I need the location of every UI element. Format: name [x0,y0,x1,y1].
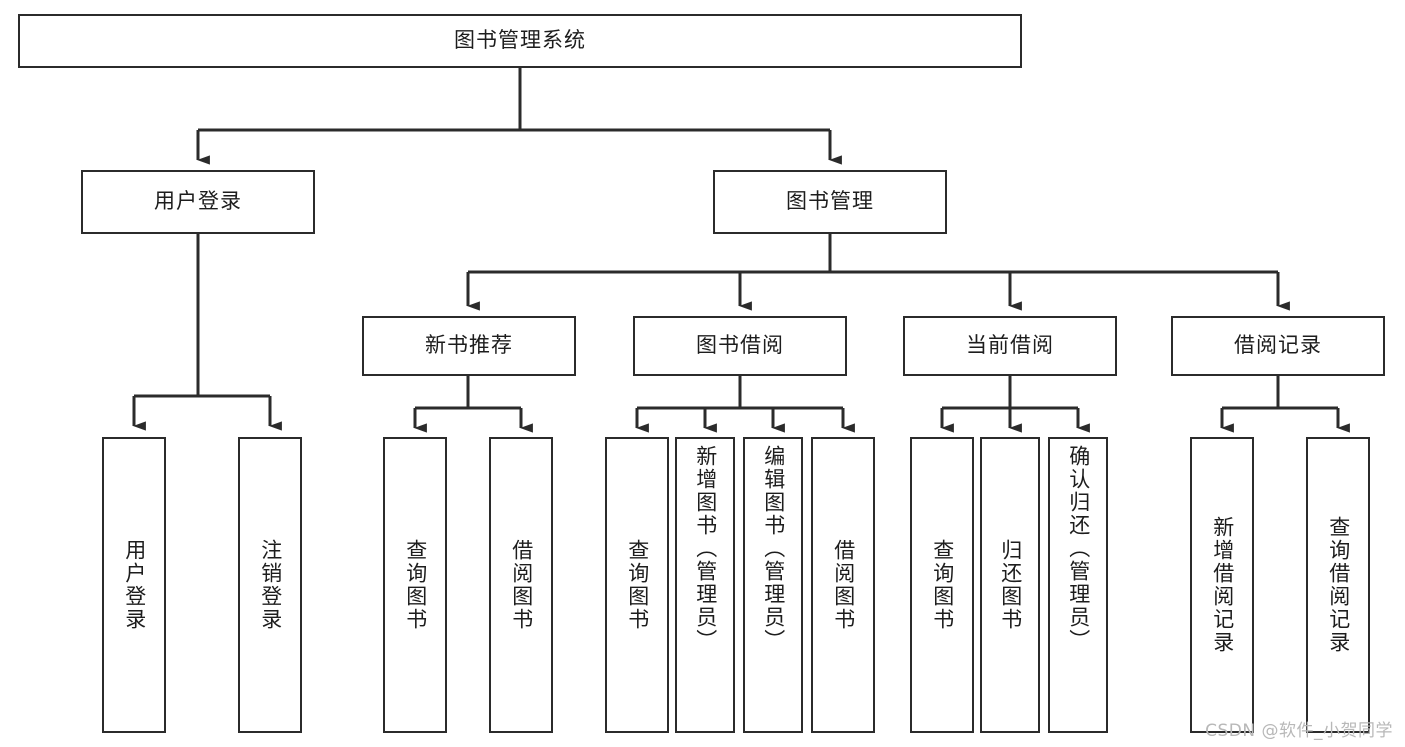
leaf-label: 归还图书 [998,539,1023,631]
leaf-record-add-record[interactable]: 新增借阅记录 [1190,437,1254,733]
leaf-borrow-borrow-book[interactable]: 借阅图书 [811,437,875,733]
leaf-label: 借阅图书 [831,539,856,631]
leaf-label: 查询图书 [625,539,650,631]
leaf-user-login-login[interactable]: 用户登录 [102,437,166,733]
node-root-label: 图书管理系统 [454,28,586,53]
node-new-book-recommend-label: 新书推荐 [425,333,513,358]
node-book-management[interactable]: 图书管理 [713,170,947,234]
node-book-borrow[interactable]: 图书借阅 [633,316,847,376]
leaf-recommend-query-book[interactable]: 查询图书 [383,437,447,733]
leaf-label: 查询图书 [403,539,428,631]
leaf-current-query-book[interactable]: 查询图书 [910,437,974,733]
leaf-label: 新增借阅记录 [1210,516,1235,654]
node-user-login-label: 用户登录 [154,189,242,214]
leaf-label: 编辑图书（管理员） [761,445,786,652]
node-root[interactable]: 图书管理系统 [18,14,1022,68]
leaf-borrow-add-book-admin[interactable]: 新增图书（管理员） [675,437,735,733]
leaf-label: 新增图书（管理员） [693,445,718,652]
node-current-borrow-label: 当前借阅 [966,333,1054,358]
leaf-label: 用户登录 [122,539,147,631]
leaf-label: 查询图书 [930,539,955,631]
node-book-management-label: 图书管理 [786,189,874,214]
leaf-recommend-borrow-book[interactable]: 借阅图书 [489,437,553,733]
leaf-user-login-logout[interactable]: 注销登录 [238,437,302,733]
leaf-borrow-edit-book-admin[interactable]: 编辑图书（管理员） [743,437,803,733]
leaf-record-query-record[interactable]: 查询借阅记录 [1306,437,1370,733]
leaf-label: 确认归还（管理员） [1066,445,1091,652]
leaf-current-confirm-return-admin[interactable]: 确认归还（管理员） [1048,437,1108,733]
node-borrow-record-label: 借阅记录 [1234,333,1322,358]
leaf-current-return-book[interactable]: 归还图书 [980,437,1040,733]
csdn-watermark: CSDN @软件_小贺同学 [1205,721,1393,741]
leaf-label: 注销登录 [258,539,283,631]
node-current-borrow[interactable]: 当前借阅 [903,316,1117,376]
node-book-borrow-label: 图书借阅 [696,333,784,358]
node-user-login[interactable]: 用户登录 [81,170,315,234]
node-new-book-recommend[interactable]: 新书推荐 [362,316,576,376]
leaf-borrow-query-book[interactable]: 查询图书 [605,437,669,733]
node-borrow-record[interactable]: 借阅记录 [1171,316,1385,376]
leaf-label: 借阅图书 [509,539,534,631]
leaf-label: 查询借阅记录 [1326,516,1351,654]
